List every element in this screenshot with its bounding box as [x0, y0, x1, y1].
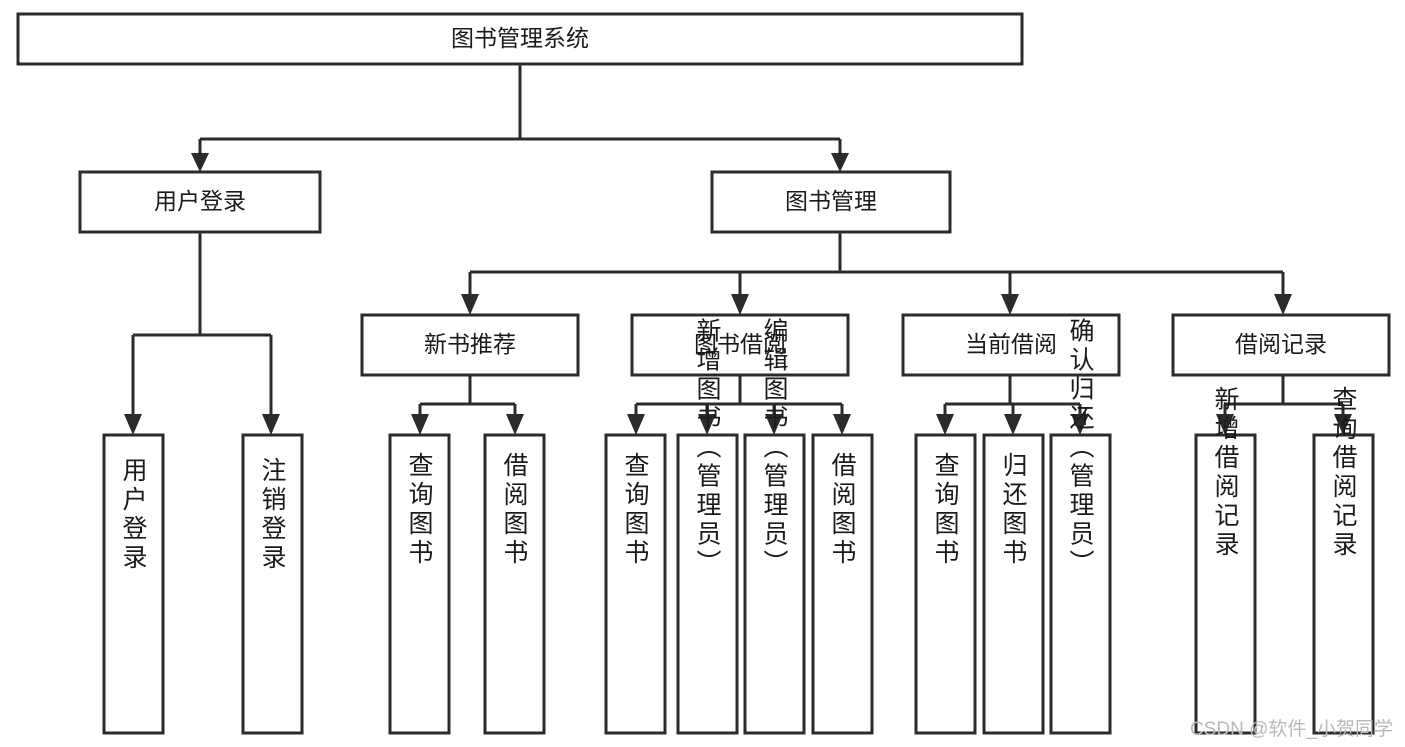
node-current-borrow-box[interactable] [901, 313, 1121, 377]
leaf-borrow-book-box[interactable] [811, 433, 874, 735]
leaf-borrow-book[interactable]: 借阅图书 [811, 433, 874, 735]
arrow-login-leaf-2 [262, 414, 280, 435]
leaf-query-book-recommend[interactable]: 查询图书 [388, 433, 451, 735]
leaf-add-borrow-record-label: 新增借阅记录 [1211, 386, 1240, 560]
arrow-current-leaf-3 [1071, 414, 1089, 435]
arrow-bookmgmt-to-borrow [731, 294, 749, 315]
leaf-edit-book-admin-box[interactable] [743, 433, 806, 735]
leaf-edit-book-admin-label: 编辑图书（管理员） [760, 318, 789, 579]
node-new-book-recommend-box[interactable] [360, 313, 580, 377]
leaf-query-borrow-record-box[interactable] [1312, 433, 1375, 735]
arrow-root-to-bookmgmt [831, 153, 849, 172]
arrow-current-leaf-2 [1004, 414, 1022, 435]
arrow-current-leaf-1 [936, 414, 954, 435]
arrow-record-leaf-1 [1216, 414, 1234, 435]
node-book-management-box[interactable] [710, 170, 952, 234]
leaf-query-borrow-record-label: 查询借阅记录 [1329, 386, 1358, 560]
arrow-bookmgmt-to-current [1001, 294, 1019, 315]
leaf-add-book-admin[interactable]: 新增图书（管理员） [676, 318, 739, 735]
leaf-logout-box[interactable] [241, 433, 304, 735]
node-book-borrow[interactable]: 图书借阅 [630, 313, 850, 377]
leaf-add-borrow-record-box[interactable] [1194, 433, 1257, 735]
arrow-borrow-leaf-1 [627, 414, 645, 435]
leaf-user-login-box[interactable] [102, 433, 165, 735]
leaf-query-book-current[interactable]: 查询图书 [914, 433, 977, 735]
arrow-borrow-leaf-3 [765, 414, 783, 435]
leaf-logout[interactable]: 注销登录 [241, 433, 304, 735]
leaf-query-book-borrow[interactable]: 查询图书 [604, 433, 667, 735]
leaf-query-book-recommend-box[interactable] [388, 433, 451, 735]
leaf-add-book-admin-box[interactable] [676, 433, 739, 735]
leaf-confirm-return-admin-label: 确认归还（管理员） [1066, 318, 1095, 579]
arrow-newbook-leaf-2 [506, 414, 524, 435]
node-user-login-box[interactable] [78, 170, 322, 234]
node-borrow-record-label: 借阅记录 [1235, 331, 1327, 357]
leaf-logout-label: 注销登录 [258, 457, 287, 573]
node-root-system[interactable]: 图书管理系统 [16, 12, 1024, 66]
connector-group-borrow [627, 375, 851, 435]
connector-group-newbook [411, 375, 524, 435]
leaf-query-book-current-box[interactable] [914, 433, 977, 735]
node-current-borrow-label: 当前借阅 [965, 331, 1057, 357]
connector-group-current [936, 375, 1089, 435]
leaf-confirm-return-admin[interactable]: 确认归还（管理员） [1049, 318, 1112, 735]
leaf-add-book-admin-label: 新增图书（管理员） [693, 318, 722, 579]
node-root-system-label: 图书管理系统 [451, 25, 589, 51]
leaf-user-login-label: 用户登录 [119, 457, 148, 573]
arrow-login-leaf-1 [124, 414, 142, 435]
node-borrow-record-box[interactable] [1171, 313, 1391, 377]
node-user-login[interactable]: 用户登录 [78, 170, 322, 234]
arrow-bookmgmt-to-newbook [461, 294, 479, 315]
leaf-query-book-current-label: 查询图书 [931, 452, 960, 568]
node-book-management-label: 图书管理 [785, 188, 877, 214]
leaf-return-book-label: 归还图书 [999, 452, 1028, 568]
leaf-borrow-book-recommend[interactable]: 借阅图书 [483, 433, 546, 735]
node-root-system-box[interactable] [16, 12, 1024, 66]
leaf-query-book-borrow-label: 查询图书 [621, 452, 650, 568]
leaf-borrow-book-label: 借阅图书 [828, 452, 857, 568]
node-current-borrow[interactable]: 当前借阅 [901, 313, 1121, 377]
connector-group-login [124, 232, 280, 435]
connector-group-record [1216, 375, 1352, 435]
connector-group-root [191, 64, 849, 172]
leaf-return-book-box[interactable] [982, 433, 1045, 735]
arrow-borrow-leaf-4 [833, 414, 851, 435]
leaf-query-book-recommend-label: 查询图书 [405, 452, 434, 568]
arrow-newbook-leaf-1 [411, 414, 429, 435]
connector-group-bookmgmt [461, 232, 1292, 315]
node-new-book-recommend-label: 新书推荐 [424, 331, 516, 357]
leaf-user-login[interactable]: 用户登录 [102, 433, 165, 735]
arrow-bookmgmt-to-record [1274, 294, 1292, 315]
leaf-query-borrow-record[interactable]: 查询借阅记录 [1312, 386, 1375, 735]
arrow-root-to-login [191, 153, 209, 172]
node-book-management[interactable]: 图书管理 [710, 170, 952, 234]
leaf-add-borrow-record[interactable]: 新增借阅记录 [1194, 386, 1257, 735]
node-new-book-recommend[interactable]: 新书推荐 [360, 313, 580, 377]
node-borrow-record[interactable]: 借阅记录 [1171, 313, 1391, 377]
arrow-record-leaf-2 [1334, 414, 1352, 435]
leaf-edit-book-admin[interactable]: 编辑图书（管理员） [743, 318, 806, 735]
leaf-return-book[interactable]: 归还图书 [982, 433, 1045, 735]
node-book-borrow-label: 图书借阅 [694, 331, 786, 357]
node-book-borrow-box[interactable] [630, 313, 850, 377]
node-user-login-label: 用户登录 [154, 188, 246, 214]
leaf-query-book-borrow-box[interactable] [604, 433, 667, 735]
leaf-borrow-book-recommend-label: 借阅图书 [500, 452, 529, 568]
leaf-confirm-return-admin-box[interactable] [1049, 433, 1112, 735]
leaf-borrow-book-recommend-box[interactable] [483, 433, 546, 735]
arrow-borrow-leaf-2 [698, 414, 716, 435]
